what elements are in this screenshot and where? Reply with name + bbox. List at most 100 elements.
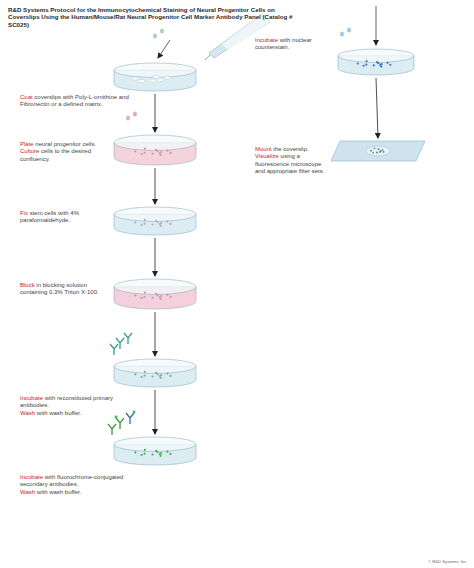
flow-arrow <box>155 238 156 276</box>
cell <box>134 150 136 152</box>
step-text: Incubatewith reconstituted primary antib… <box>20 395 132 417</box>
step-verb: Incubate <box>20 395 43 401</box>
antibody <box>124 333 132 344</box>
pipette-body <box>209 14 270 58</box>
step-text: Blockin blocking solution containing 0.3… <box>20 282 110 297</box>
petri-dish <box>112 62 198 92</box>
drop <box>126 115 130 120</box>
dish-node: Coatcoverslips with Poly-L-ornithine and… <box>112 62 198 92</box>
petri-dish <box>112 278 198 310</box>
petri-dish <box>112 436 198 466</box>
drop <box>340 31 344 36</box>
dish-rim <box>114 63 196 77</box>
cell <box>140 224 142 226</box>
dish-rim <box>338 49 414 62</box>
cell <box>374 148 376 150</box>
coverslip <box>366 146 390 156</box>
cell <box>140 297 142 299</box>
cell <box>366 60 368 62</box>
cell <box>376 152 378 154</box>
cell <box>166 150 168 152</box>
dish-rim <box>114 279 196 294</box>
step-verb: Culture <box>20 148 39 154</box>
pipette-tip <box>205 55 210 60</box>
cell <box>169 152 171 154</box>
cell <box>160 225 162 227</box>
cell <box>160 298 162 300</box>
cell <box>357 62 359 64</box>
antibody <box>126 413 134 424</box>
arrow <box>376 6 377 45</box>
slide-node: Mountthe coverslip.Visualizeusing a fluo… <box>330 140 426 162</box>
step-instruction: stem cells with 4% paraformaldehyde. <box>20 210 79 223</box>
step-instruction: neural progenitor cells. <box>35 141 96 147</box>
step-paragraph: Mountthe coverslip. <box>255 146 327 153</box>
step-text: Fixstem cells with 4% paraformaldehyde. <box>20 210 110 225</box>
cell <box>362 65 364 67</box>
slide-glass <box>331 141 425 161</box>
dish-node: Fixstem cells with 4% paraformaldehyde. <box>112 206 198 236</box>
microscope-slide <box>330 140 426 162</box>
cell <box>151 223 153 225</box>
step-paragraph: Fixstem cells with 4% paraformaldehyde. <box>20 210 110 225</box>
cell <box>140 376 142 378</box>
cell <box>160 154 162 156</box>
step-verb: Wash <box>20 410 35 416</box>
dish-node: Plateneural progenitor cells.Culturecell… <box>112 134 198 166</box>
step-instruction: with wash buffer. <box>37 410 82 416</box>
flow-arrow <box>155 168 156 204</box>
flow-arrow <box>155 94 156 132</box>
cell <box>166 221 168 223</box>
dish-rim <box>114 359 196 373</box>
cell <box>143 375 145 377</box>
cell <box>169 453 171 455</box>
step-paragraph: Incubatewith reconstituted primary antib… <box>20 395 132 410</box>
coverslip <box>149 79 156 82</box>
step-verb: Plate <box>20 141 34 147</box>
step-verb: Visualize <box>255 153 279 159</box>
cell <box>389 64 391 66</box>
step-verb: Coat <box>20 94 33 100</box>
coverslip <box>164 76 171 79</box>
cell <box>380 66 382 68</box>
step-verb: Incubate <box>255 37 278 43</box>
cell <box>169 296 171 298</box>
step-verb: Fix <box>20 210 28 216</box>
step-paragraph: Coatcoverslips with Poly-L-ornithine and… <box>20 94 132 109</box>
step-verb: Incubate <box>20 474 43 480</box>
cell <box>159 152 161 154</box>
coverslip <box>132 77 139 80</box>
step-text: Incubatewith nuclear counterstain. <box>255 37 339 52</box>
cell <box>151 296 153 298</box>
cell <box>382 149 384 151</box>
cell <box>134 294 136 296</box>
cell <box>156 221 158 223</box>
step-paragraph: Washwith wash buffer. <box>20 410 132 417</box>
cell <box>169 375 171 377</box>
dish-node: Incubatewith fluorochrome-conjugated sec… <box>112 436 198 466</box>
cell <box>370 150 372 152</box>
cell <box>140 153 142 155</box>
cell <box>372 152 374 154</box>
antibody <box>116 338 124 349</box>
cell <box>143 296 145 298</box>
drop <box>347 27 351 32</box>
cell <box>156 150 158 152</box>
petri-dish <box>112 358 198 388</box>
cell <box>166 373 168 375</box>
step-paragraph: Visualizeusing a fluorescence microscope… <box>255 153 327 175</box>
cell <box>144 371 146 373</box>
dish-rim <box>114 135 196 150</box>
fluorochrome <box>133 411 136 414</box>
arrow <box>158 40 170 58</box>
cell <box>156 373 158 375</box>
diagram-title: R&D Systems Protocol for the Immunocytoc… <box>8 6 308 28</box>
step-paragraph: Plateneural progenitor cells. <box>20 141 110 148</box>
step-text: Coatcoverslips with Poly-L-ornithine and… <box>20 94 132 109</box>
fluorochrome <box>115 416 118 419</box>
cell <box>151 453 153 455</box>
drop <box>153 33 157 38</box>
petri-dish <box>112 206 198 236</box>
cell <box>383 151 385 153</box>
cell <box>386 62 388 64</box>
